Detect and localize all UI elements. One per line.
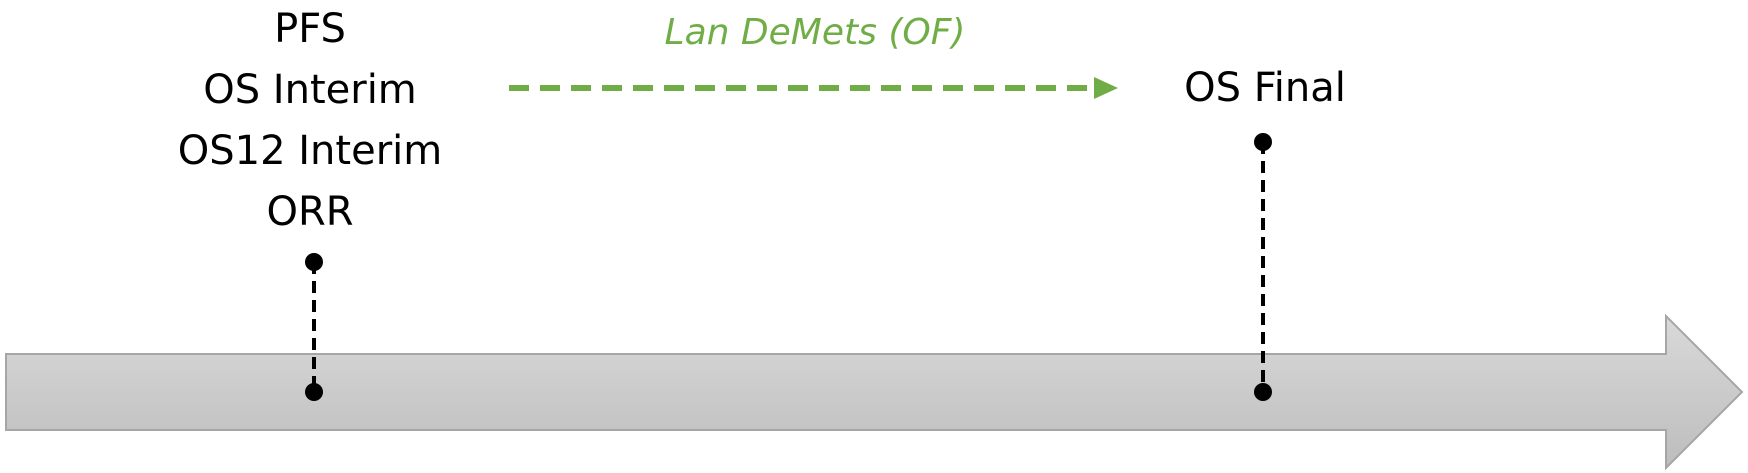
- timeline-arrow: [5, 313, 1744, 471]
- final-milestone-top-dot: [1254, 133, 1272, 151]
- final-label-os-final: OS Final: [1184, 65, 1346, 111]
- early-label-os-interim: OS Interim: [203, 67, 417, 113]
- early-milestone-marker: [305, 253, 323, 401]
- transition-label: Lan DeMets (OF): [664, 12, 966, 53]
- early-label-os12-interim: OS12 Interim: [177, 128, 443, 174]
- transition-arrow-head: [1094, 77, 1118, 99]
- final-milestone-bottom-dot: [1254, 383, 1272, 401]
- early-label-orr: ORR: [266, 189, 354, 235]
- early-label-pfs: PFS: [274, 6, 346, 52]
- early-milestone-bottom-dot: [305, 383, 323, 401]
- transition-arrow: [509, 77, 1118, 99]
- early-milestone-top-dot: [305, 253, 323, 271]
- final-milestone-marker: [1254, 133, 1272, 401]
